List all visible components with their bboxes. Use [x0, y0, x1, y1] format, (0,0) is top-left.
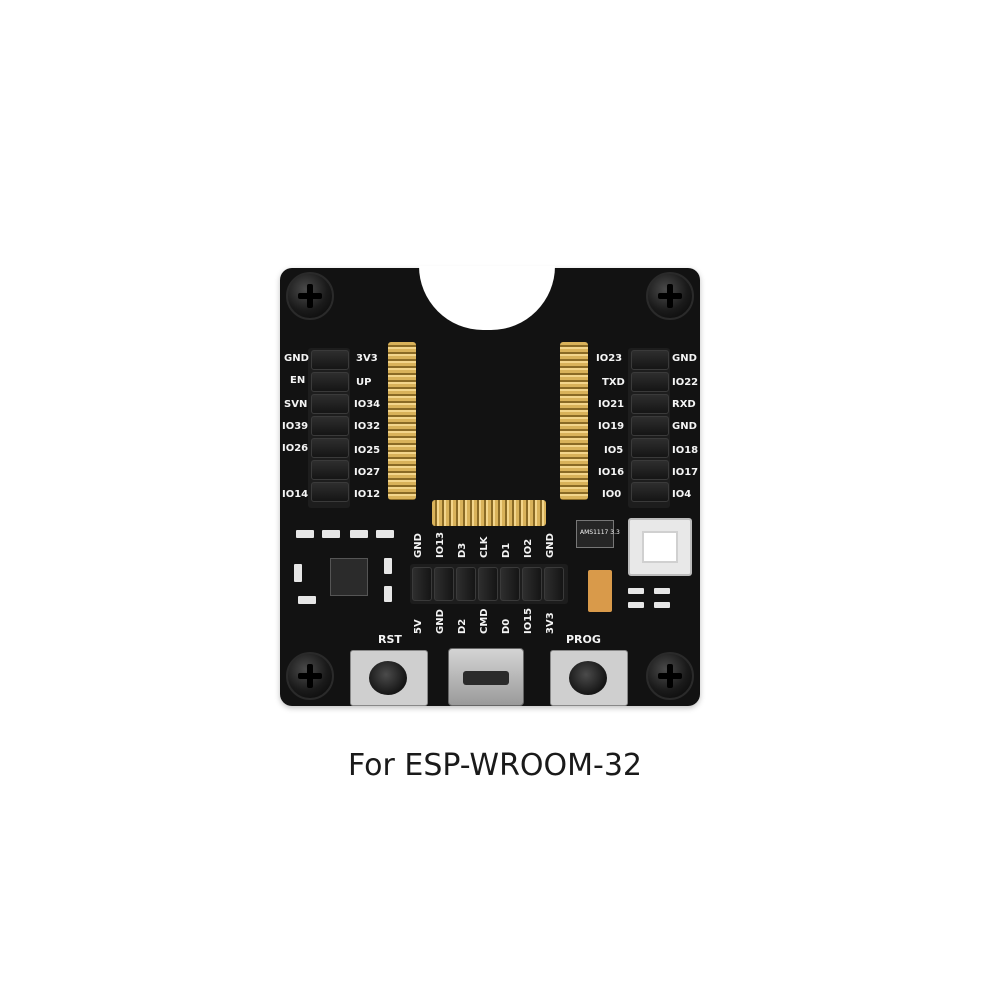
- rst-button-cap[interactable]: [369, 661, 407, 695]
- smd-component: [654, 588, 670, 594]
- left-label-1: EN: [290, 375, 306, 386]
- prog-label: PROG: [566, 633, 601, 646]
- smd-component: [628, 602, 644, 608]
- left-label-2: SVN: [284, 399, 308, 410]
- bottom-bottom-label-5: IO15: [523, 607, 534, 634]
- left-label-3: IO39: [282, 421, 309, 432]
- regulator-label: AMS1117 3.3: [580, 529, 620, 536]
- rst-button[interactable]: [350, 650, 428, 706]
- left-inner-label-6: IO12: [354, 489, 381, 500]
- right-label-1: IO22: [672, 377, 699, 388]
- left-pin-header: [308, 348, 350, 508]
- screw-bottom-left-icon: [286, 652, 334, 700]
- right-inner-label-3: IO19: [598, 421, 625, 432]
- tantalum-capacitor: [588, 570, 612, 612]
- bottom-top-label-5: IO2: [523, 538, 534, 558]
- rst-label: RST: [378, 633, 402, 646]
- smd-component: [654, 602, 670, 608]
- bottom-top-label-2: D3: [457, 542, 468, 558]
- prog-button-cap[interactable]: [569, 661, 607, 695]
- smd-component: [384, 558, 392, 574]
- left-inner-label-0: 3V3: [356, 353, 378, 364]
- left-inner-label-1: UP: [356, 377, 372, 388]
- esp32-test-board: GND EN SVN IO39 IO26 IO14 3V3 UP IO34 IO…: [280, 266, 700, 706]
- bottom-bottom-label-4: D0: [501, 618, 512, 634]
- left-inner-label-2: IO34: [354, 399, 381, 410]
- bottom-top-label-3: CLK: [479, 536, 490, 558]
- right-inner-label-4: IO5: [604, 445, 624, 456]
- bottom-top-label-6: GND: [545, 533, 556, 558]
- right-pogo-pins: [560, 342, 588, 500]
- product-caption: For ESP-WROOM-32: [347, 748, 643, 783]
- prog-button[interactable]: [550, 650, 628, 706]
- left-label-5: IO14: [282, 489, 309, 500]
- smd-component: [296, 530, 314, 538]
- right-label-6: IO4: [672, 489, 692, 500]
- power-switch[interactable]: [628, 518, 692, 576]
- bottom-pin-header: [410, 564, 568, 604]
- usb-uart-chip: [330, 558, 368, 596]
- bottom-top-label-0: GND: [413, 533, 424, 558]
- bottom-bottom-label-0: 5V: [413, 619, 424, 634]
- right-pin-header: [628, 348, 670, 508]
- voltage-regulator: [576, 520, 614, 548]
- smd-component: [376, 530, 394, 538]
- module-notch: [419, 266, 555, 330]
- bottom-bottom-label-2: D2: [457, 618, 468, 634]
- right-inner-label-6: IO0: [602, 489, 622, 500]
- right-label-2: RXD: [672, 399, 696, 410]
- left-label-4: IO26: [282, 443, 309, 454]
- left-inner-label-4: IO25: [354, 445, 381, 456]
- screw-bottom-right-icon: [646, 652, 694, 700]
- left-inner-label-5: IO27: [354, 467, 381, 478]
- right-inner-label-0: IO23: [596, 353, 623, 364]
- smd-component: [322, 530, 340, 538]
- smd-component: [350, 530, 368, 538]
- right-inner-label-2: IO21: [598, 399, 625, 410]
- smd-component: [628, 588, 644, 594]
- bottom-pogo-pins: [432, 500, 546, 526]
- right-label-5: IO17: [672, 467, 699, 478]
- right-label-4: IO18: [672, 445, 699, 456]
- left-label-0: GND: [284, 353, 309, 364]
- smd-component: [294, 564, 302, 582]
- screw-top-left-icon: [286, 272, 334, 320]
- right-label-3: GND: [672, 421, 697, 432]
- micro-usb-port[interactable]: [448, 648, 524, 706]
- left-inner-label-3: IO32: [354, 421, 381, 432]
- bottom-top-label-4: D1: [501, 542, 512, 558]
- left-pogo-pins: [388, 342, 416, 500]
- smd-component: [384, 586, 392, 602]
- bottom-bottom-label-6: 3V3: [545, 612, 556, 634]
- bottom-top-label-1: IO13: [435, 531, 446, 558]
- screw-top-right-icon: [646, 272, 694, 320]
- right-label-0: GND: [672, 353, 697, 364]
- right-inner-label-5: IO16: [598, 467, 625, 478]
- smd-component: [298, 596, 316, 604]
- bottom-bottom-label-3: CMD: [479, 608, 490, 634]
- bottom-bottom-label-1: GND: [435, 609, 446, 634]
- right-inner-label-1: TXD: [602, 377, 625, 388]
